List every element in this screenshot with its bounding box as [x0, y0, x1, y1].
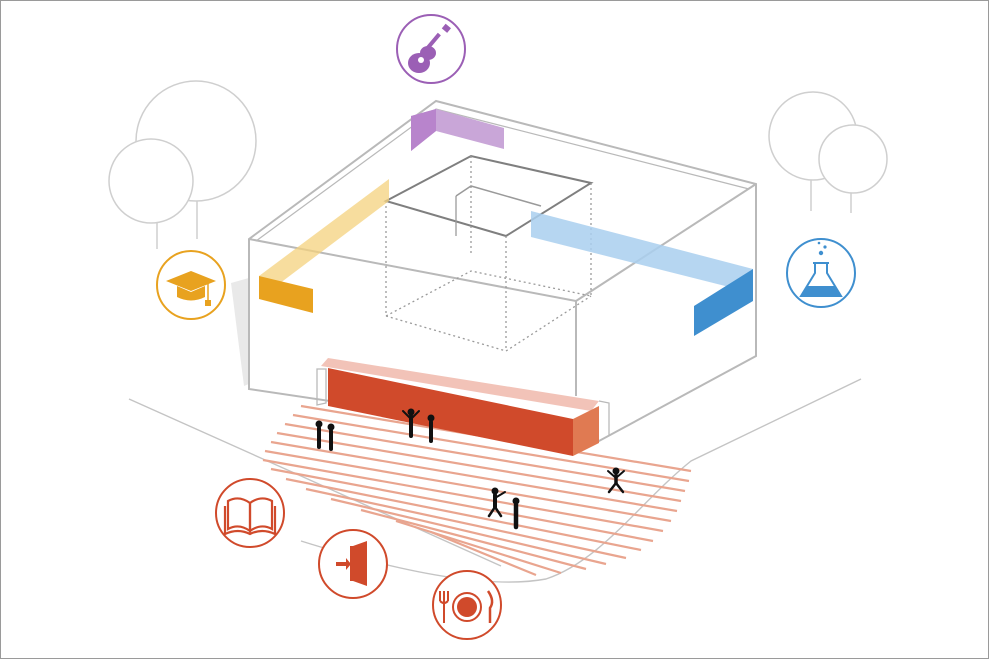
person-group-2 — [402, 408, 435, 443]
community-zone — [316, 358, 610, 456]
person-group-4 — [607, 467, 625, 494]
flask-icon — [786, 238, 856, 308]
education-zone — [259, 179, 389, 313]
book-icon — [215, 478, 285, 548]
plaza-stripes — [262, 404, 692, 577]
graduation-cap-icon — [156, 250, 226, 320]
person-group-3 — [487, 487, 520, 530]
science-zone — [531, 211, 753, 336]
tree-left — [108, 80, 257, 249]
door-icon — [318, 529, 388, 599]
music-zone — [411, 109, 504, 151]
people — [315, 408, 625, 530]
guitar-icon — [396, 14, 466, 84]
tree-right — [768, 91, 888, 213]
plate-cutlery-icon — [432, 570, 502, 640]
person-group-1 — [315, 420, 335, 451]
